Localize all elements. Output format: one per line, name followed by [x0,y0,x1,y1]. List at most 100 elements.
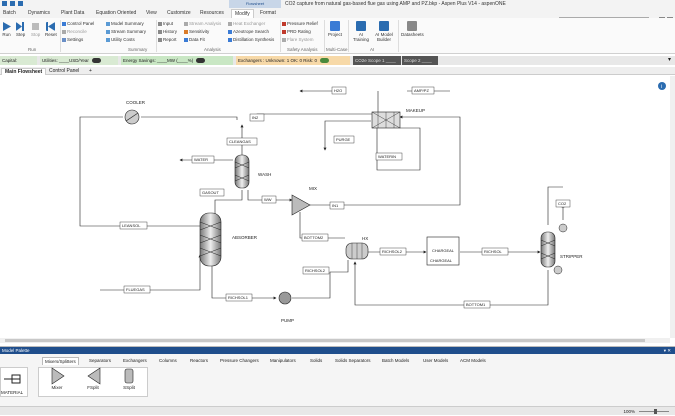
stream-tag-bottom2[interactable]: BOTTOM2 [304,235,324,240]
palette-tab-mixers[interactable]: Mixers/Splitters [42,357,79,365]
stream-tag-purge[interactable]: PURGE [336,137,351,142]
prd-rating-button[interactable]: PRD Rating [282,29,311,34]
utility-costs-button[interactable]: Utility Costs [106,37,135,42]
reset-button[interactable]: Reset [45,22,57,37]
scrollbar-thumb[interactable] [5,339,645,342]
stream-line-in2[interactable] [256,113,372,118]
palette-tab-separators[interactable]: Separators [89,358,112,363]
context-tab-flowsheet[interactable]: Flowsheet [229,0,281,8]
chevron-down-icon[interactable]: ▾ [667,57,671,63]
palette-tab-solids[interactable]: Solids [310,358,323,363]
stream-tag-waterin[interactable]: WATERIN [378,154,396,159]
stream-tag-richsol1[interactable]: RICHSOL1 [228,295,249,300]
settings-button[interactable]: Settings [62,37,83,42]
stream-tag-richsol[interactable]: RICHSOL [484,249,503,254]
control-panel-button[interactable]: Control Panel [62,21,94,26]
stream-tag-in2[interactable]: IN2 [252,115,259,120]
mix-block[interactable] [291,194,311,216]
chargeal-block[interactable] [426,236,460,266]
stream-line-bottom1[interactable] [353,261,549,306]
horizontal-scrollbar[interactable] [0,338,670,343]
tab-equation-oriented[interactable]: Equation Oriented [96,10,137,16]
stream-line-richsol1[interactable] [211,265,277,300]
stream-summary-button[interactable]: Stream Summary [106,29,146,34]
cooler-block[interactable] [124,109,140,125]
flare-system-button[interactable]: Flare System [282,37,314,42]
hx-block[interactable] [345,242,369,260]
palette-tab-acm-models[interactable]: ACM Models [460,358,486,363]
palette-tab-solids-separators[interactable]: Solids Separators [335,358,371,363]
step-button[interactable]: Step [16,22,25,37]
ssplit-model[interactable]: SSplit [118,367,140,390]
stream-tag-richsol2[interactable]: RICHSOL2 [382,249,403,254]
stream-line-purge[interactable] [323,120,371,151]
info-icon[interactable] [658,82,666,90]
fsplit-model[interactable]: FSplit [82,367,104,390]
co2e-scope2[interactable]: Scope 2 ____ [402,56,438,65]
project-button[interactable]: Project [328,21,342,37]
capital-cost[interactable]: Capital: ____USD [0,56,37,72]
heat-exchanger-button[interactable]: Heat Exchanger [228,21,265,26]
history-button[interactable]: History [158,29,177,34]
tab-plant-data[interactable]: Plant Data [61,10,85,16]
input-button[interactable]: Input [158,21,173,26]
stop-button[interactable]: Stop [31,22,40,37]
tab-format[interactable]: Format [260,10,276,16]
stream-tag-leansol[interactable]: LEANSOL [122,223,141,228]
pump-block[interactable] [278,291,292,305]
stream-tag-amp[interactable]: AMP/PZ [414,88,429,93]
azeotrope-search-button[interactable]: Azeotrope Search [228,29,269,34]
mixer-model[interactable]: Mixer [46,367,68,390]
exchangers-toggle[interactable] [320,58,330,64]
stream-analysis-button[interactable]: Stream Analysis [184,21,221,26]
save-icon[interactable] [2,1,7,6]
tab-modify[interactable]: Modify [231,9,254,18]
utilities-cost[interactable]: Utilities: ____USD/Year [40,56,118,65]
stream-tag-bottom1[interactable]: BOTTOM1 [466,302,486,307]
stream-line-bottom2[interactable] [299,212,345,239]
stream-line-cooler-out[interactable] [141,116,238,120]
stream-line-waterin[interactable] [376,127,421,171]
energy-toggle[interactable] [196,58,206,64]
flowsheet-diagram[interactable]: COOLER WASH MIX MAKEUP ABSORBER HX STRIP… [0,76,670,338]
data-fit-button[interactable]: Data Fit [184,37,205,42]
model-summary-button[interactable]: Model Summary [106,21,144,26]
tab-customize[interactable]: Customize [167,10,191,16]
reconcile-button[interactable]: Reconcile [62,29,87,34]
stream-line-pump-out[interactable] [292,260,349,299]
ai-training-button[interactable]: AI Training [352,21,370,42]
stream-tag-co2[interactable]: CO2 [558,201,567,206]
stream-tag-richsol2-b[interactable]: RICHSOL2 [305,268,326,273]
stream-tag-ww[interactable]: WW [264,197,272,202]
stream-line-leansol[interactable] [79,116,209,228]
stream-line-in1[interactable] [310,115,461,206]
palette-tab-manipulators[interactable]: Manipulators [270,358,296,363]
stream-tag-water[interactable]: WATER [194,157,208,162]
absorber-column[interactable] [199,212,222,267]
pin-icon[interactable]: ▾ ✕ [663,348,671,353]
undo-icon[interactable] [10,1,15,6]
vertical-scrollbar[interactable] [670,76,675,338]
stream-line-fluegas[interactable] [100,254,202,291]
datasheets-button[interactable]: Datasheets [401,21,424,37]
stream-tag-gasout[interactable]: GASOUT [202,190,219,195]
makeup-mixer[interactable] [371,111,401,129]
redo-icon[interactable] [18,1,23,6]
stream-line-stripper-top[interactable] [547,186,563,225]
add-tab-button[interactable]: + [89,68,92,74]
stream-line-ww[interactable] [247,190,293,202]
palette-tab-reactors[interactable]: Reactors [190,358,209,363]
co2e-scope1[interactable]: CO2e Scope 1 ____ [353,56,401,65]
material-stream-selector[interactable]: MATERIAL [0,367,28,397]
tab-batch[interactable]: Batch [3,10,16,16]
tab-control-panel[interactable]: Control Panel [49,68,80,74]
ai-model-builder-button[interactable]: AI Model Builder [373,21,395,42]
distillation-synthesis-button[interactable]: Distillation Synthesis [228,37,274,42]
run-button[interactable]: Run [2,22,11,37]
exchangers-status[interactable]: Exchangers : Unknown: 1 OK: 0 Risk: 0 [236,56,350,65]
stream-tag-chargeal[interactable]: CHARGEAL [430,258,453,263]
energy-savings[interactable]: Energy Savings: ____MW (____%) [121,56,233,65]
sensitivity-button[interactable]: Sensitivity [184,29,209,34]
flowsheet-canvas[interactable]: COOLER WASH MIX MAKEUP ABSORBER HX STRIP… [0,76,670,338]
palette-tab-exchangers[interactable]: Exchangers [123,358,147,363]
